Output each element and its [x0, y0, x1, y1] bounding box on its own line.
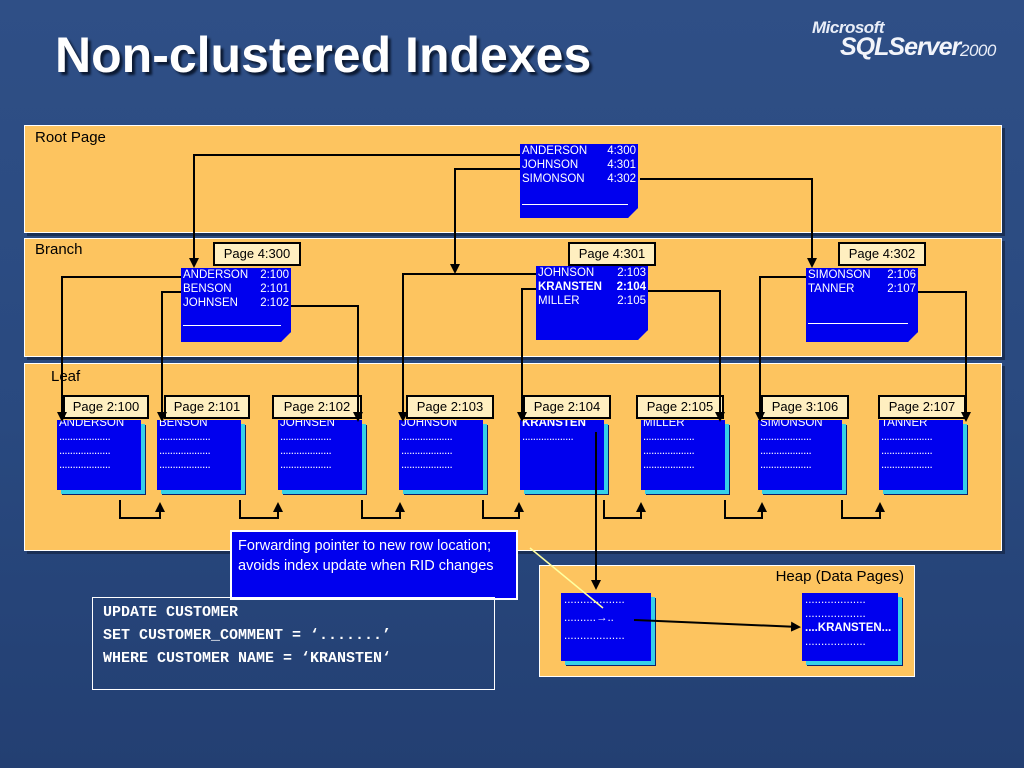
sql-line: SET CUSTOMER_COMMENT = ‘.......’	[103, 627, 392, 644]
leaf-page-2-100: ANDERSON ...............................…	[57, 420, 141, 490]
leaf-page-label: Page 2:101	[164, 395, 250, 419]
leaf-page-2-102: JOHNSEN ................................…	[278, 420, 362, 490]
heap-page-old-location: ................... ..........→.. ......…	[561, 593, 651, 661]
leaf-page-label: Page 2:105	[636, 395, 724, 419]
leaf-page-label: Page 2:102	[272, 395, 362, 419]
leaf-page-2-104: KRANSTEN ...................	[520, 420, 604, 490]
sql-server-logo: Microsoft SQLServer 2000	[810, 18, 1010, 68]
forwarding-pointer-callout: Forwarding pointer to new row location; …	[230, 530, 518, 600]
branch-band-label: Branch	[35, 241, 83, 258]
root-band-label: Root Page	[35, 129, 106, 146]
slide-title: Non-clustered Indexes	[55, 27, 592, 83]
branch-page-label-4-300: Page 4:300	[213, 242, 301, 266]
leaf-page-label: Page 2:100	[63, 395, 149, 419]
logo-year: 2000	[960, 41, 996, 60]
leaf-band-label: Leaf	[51, 368, 81, 385]
sql-update-statement: UPDATE CUSTOMER SET CUSTOMER_COMMENT = ‘…	[92, 597, 495, 690]
leaf-page-label: Page 2:107	[878, 395, 966, 419]
branch-page-label-4-301: Page 4:301	[568, 242, 656, 266]
sql-line: UPDATE CUSTOMER	[103, 604, 239, 621]
leaf-page-label: Page 2:104	[523, 395, 611, 419]
leaf-page-label: Page 2:103	[406, 395, 494, 419]
logo-microsoft: Microsoft	[812, 18, 885, 37]
leaf-page-2-103: JOHNSON ................................…	[399, 420, 483, 490]
logo-sqlserver: SQLServer	[840, 33, 961, 61]
branch-page-label-4-302: Page 4:302	[838, 242, 926, 266]
leaf-page-3-106: SIMONSON ...............................…	[758, 420, 842, 490]
heap-label: Heap (Data Pages)	[775, 568, 904, 585]
leaf-page-2-107: TANNER .................................…	[879, 420, 963, 490]
root-band: Root Page	[24, 125, 1002, 233]
heap-page-new-location: ................... ................... …	[802, 593, 898, 661]
leaf-page-label: Page 3:106	[761, 395, 849, 419]
leaf-page-2-101: BENSON .................................…	[157, 420, 241, 490]
leaf-page-2-105: MILLER .................................…	[641, 420, 725, 490]
sql-line: WHERE CUSTOMER NAME = ‘KRANSTEN‘	[103, 650, 392, 667]
